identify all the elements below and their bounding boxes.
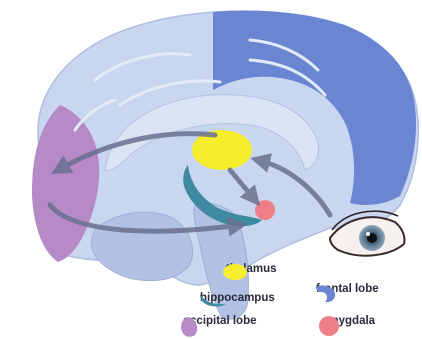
legend-thalamus: thalamus: [222, 263, 277, 275]
amygdala-region: [255, 200, 275, 220]
legend-occipital-lobe: occipital lobe: [178, 315, 257, 327]
occipital-lobe-swatch-icon: [178, 315, 200, 339]
thalamus-swatch-icon: [222, 263, 248, 281]
legend-hippocampus: hippocampus: [198, 292, 275, 304]
amygdala-swatch-icon: [318, 315, 340, 337]
hippocampus-swatch-icon: [198, 292, 228, 308]
frontal-lobe-swatch-icon: [313, 283, 337, 305]
legend-amygdala: amygdala: [318, 315, 375, 327]
legend-frontal-lobe: frontal lobe: [313, 283, 379, 295]
cerebellum: [92, 212, 193, 280]
